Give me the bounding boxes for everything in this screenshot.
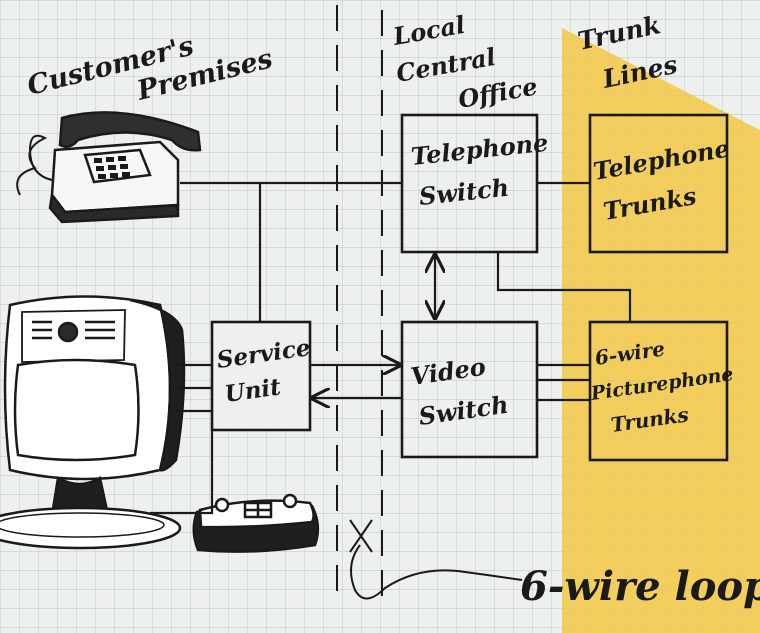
wire-tel-switch-to-picturephone — [496, 252, 632, 322]
wiring — [150, 181, 632, 600]
control-unit-icon — [192, 493, 320, 553]
six-wire-loop-label: 6-wire loop — [520, 563, 760, 610]
trunk-highlight-grid — [562, 28, 760, 633]
loop-pointer — [349, 519, 523, 600]
wire-control-unit — [150, 430, 214, 515]
telephone-icon — [16, 111, 202, 224]
picturephone-icon — [0, 295, 186, 550]
service-unit-box: Service Unit — [210, 320, 312, 432]
